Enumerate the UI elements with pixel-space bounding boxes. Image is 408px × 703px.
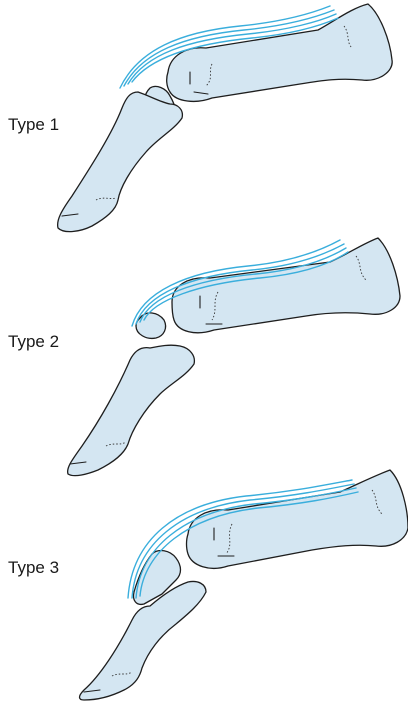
type-2-avulsion-fragment [136,313,166,338]
type-2-distal-phalanx [68,345,195,475]
type-1-middle-phalanx [167,4,392,101]
type-3-illustration [80,470,408,700]
type-1-distal-phalanx [58,92,183,232]
type-2-illustration [68,238,400,476]
type-1-illustration [58,4,393,232]
type-3-middle-phalanx [187,470,408,568]
type-2-middle-phalanx [172,238,400,333]
